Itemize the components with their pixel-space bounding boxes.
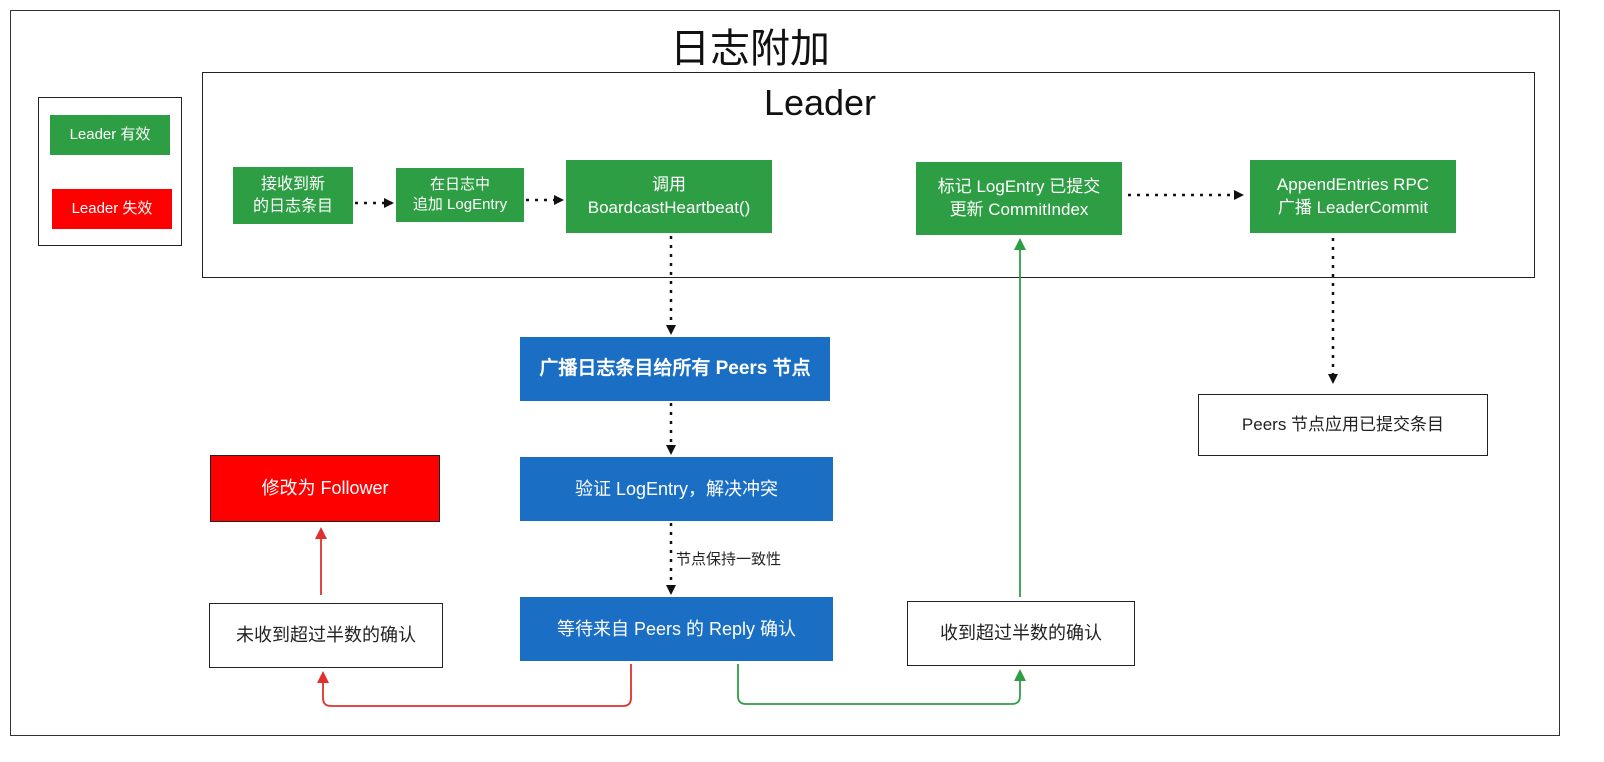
- to-follower-box: 修改为 Follower: [210, 455, 440, 522]
- mark-committed-box: 标记 LogEntry 已提交 更新 CommitIndex: [916, 162, 1122, 235]
- peers-apply-box: Peers 节点应用已提交条目: [1198, 394, 1488, 456]
- arrow-wait-not-majority: [317, 664, 632, 707]
- legend-leader-valid: Leader 有效: [50, 115, 170, 155]
- call-heartbeat-box: 调用 BoardcastHeartbeat(): [566, 160, 772, 233]
- outer-frame: [10, 10, 1560, 736]
- legend-leader-invalid: Leader 失效: [52, 189, 172, 229]
- wait-reply-box: 等待来自 Peers 的 Reply 确认: [520, 597, 833, 661]
- broadcast-commit-box: AppendEntries RPC 广播 LeaderCommit: [1250, 160, 1456, 233]
- leader-title: Leader: [763, 82, 877, 123]
- not-majority-box: 未收到超过半数的确认: [209, 603, 443, 668]
- legend: [38, 97, 182, 246]
- diagram-title: 日志附加: [670, 27, 830, 71]
- consistency-label: 节点保持一致性: [676, 548, 782, 569]
- broadcast-peers-box: 广播日志条目给所有 Peers 节点: [520, 337, 830, 401]
- majority-box: 收到超过半数的确认: [907, 601, 1135, 666]
- arrow-wait-majority: [737, 664, 1026, 705]
- receive-entry-box: 接收到新 的日志条目: [233, 167, 353, 224]
- leader-container: [202, 72, 1535, 278]
- append-entry-box: 在日志中 追加 LogEntry: [396, 168, 524, 222]
- verify-entry-box: 验证 LogEntry，解决冲突: [520, 457, 833, 521]
